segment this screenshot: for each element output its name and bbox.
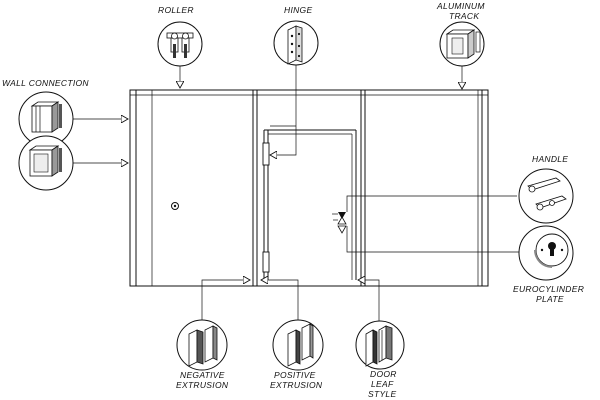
hinge-icon <box>287 25 303 65</box>
door-lock-hardware <box>333 212 347 234</box>
door-leaf-style-icon <box>365 325 393 367</box>
handle-label: HANDLE <box>532 154 568 164</box>
hinge-callout <box>273 20 319 66</box>
eurocylinder-label-line2: PLATE <box>536 294 564 304</box>
negative-extrusion-label-line2: EXTRUSION <box>176 380 229 390</box>
positive-extrusion-label-line1: POSITIVE <box>274 370 316 380</box>
door-leaf-style-label-line2: LEAF <box>371 379 394 389</box>
roller-icon <box>166 32 194 58</box>
negative-extrusion-label-line1: NEGATIVE <box>180 370 225 380</box>
aluminum-track-icon <box>445 29 481 59</box>
labels: ROLLER HINGE ALUMINUM TRACK WALL CONNECT… <box>2 1 584 399</box>
positive-extrusion-icon <box>287 323 314 367</box>
aluminum-track-callout <box>439 21 485 67</box>
handle-callout <box>518 168 574 224</box>
wall-connection-label: WALL CONNECTION <box>2 78 89 88</box>
wall-connection-callout-2 <box>18 135 74 191</box>
eurocylinder-callout <box>518 225 574 281</box>
door-handle-icon <box>527 177 567 211</box>
wall-connection-callout-1 <box>18 91 74 147</box>
positive-extrusion-callout <box>272 319 324 371</box>
eurocylinder-plate-icon <box>534 233 569 268</box>
roller-callout <box>157 21 203 67</box>
panel-knob <box>171 202 179 210</box>
hinge-label: HINGE <box>284 5 312 15</box>
negative-extrusion-callout <box>176 319 228 371</box>
aluminum-track-label-line2: TRACK <box>449 11 479 21</box>
eurocylinder-label-line1: EUROCYLINDER <box>513 284 584 294</box>
wall-connection-profile-icon <box>30 101 62 133</box>
leader-lines <box>72 64 519 322</box>
door-leaf-style-callout <box>355 320 405 370</box>
roller-label: ROLLER <box>158 5 194 15</box>
aluminum-track-label-line1: ALUMINUM <box>436 1 485 11</box>
door-leaf-style-label-line1: DOOR <box>370 369 397 379</box>
partition-elevation <box>129 89 489 287</box>
wall-connection-profile-icon <box>28 145 62 177</box>
door-leaf <box>262 129 357 280</box>
positive-extrusion-label-line2: EXTRUSION <box>270 380 323 390</box>
door-leaf-style-label-line3: STYLE <box>368 389 396 399</box>
negative-extrusion-icon <box>188 325 218 367</box>
